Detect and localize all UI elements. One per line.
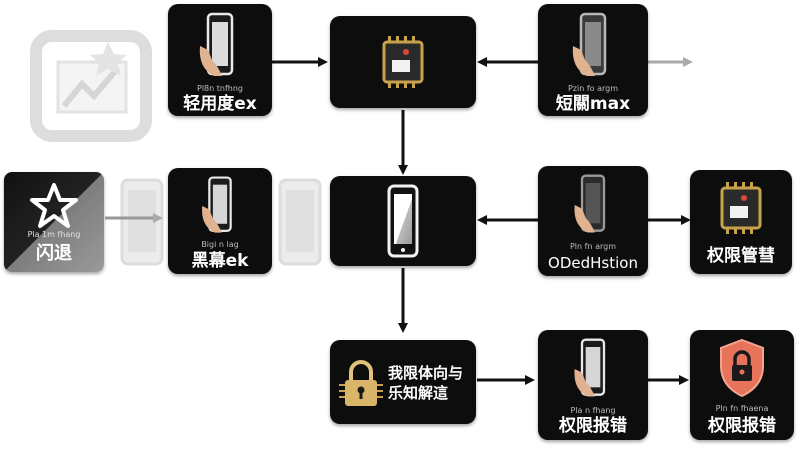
ghost-phone-right: [278, 178, 322, 266]
node-bottom-far-right-caption: Pln fn fhaena: [715, 404, 769, 413]
node-mid-right-caption: Pln fn argm: [569, 242, 616, 251]
node-top-left-label: 轻用度ex: [183, 94, 257, 114]
node-top-right-label: 短關max: [555, 94, 631, 114]
node-mid-far-right-label: 权限管彗: [707, 246, 775, 266]
ghost-phone-left: [120, 178, 164, 266]
phone-hand-icon: [572, 12, 607, 76]
padlock-chip-icon: [339, 360, 383, 406]
node-top-center: [330, 16, 476, 108]
node-top-right: Pzin fo argm 短關max: [538, 4, 648, 116]
phone-icon: [387, 184, 419, 258]
phone-hand-icon: [199, 12, 234, 76]
node-bottom-right-label: 权限报错: [559, 416, 627, 436]
node-mid-right-label: ODedHstion: [548, 254, 638, 272]
node-top-left-caption: Pl8n tnfhng: [197, 84, 243, 93]
ghost-chart-icon: [30, 30, 152, 142]
node-mid-right: Pln fn argm ODedHstion: [538, 166, 648, 276]
node-mid-left: Bigi n lag 黑幕ek: [168, 168, 272, 274]
phone-hand-icon: [202, 176, 232, 233]
node-mid-center: [330, 176, 476, 266]
node-bottom-center-label-line1: 我限体向与: [388, 364, 464, 382]
shield-lock-icon: [720, 338, 764, 398]
node-mid-far-right: 权限管彗: [690, 170, 792, 274]
node-mid-far-left-label: 闪退: [36, 243, 72, 264]
node-bottom-right-caption: Pla n fhang: [570, 406, 616, 415]
phone-hand-icon: [574, 174, 606, 233]
node-bottom-far-right: Pln fn fhaena 权限报错: [690, 330, 794, 440]
node-bottom-right: Pla n fhang 权限报错: [538, 330, 648, 440]
star-icon: [30, 183, 78, 228]
node-mid-far-left: Pla 1m fhang 闪退: [4, 172, 104, 272]
node-top-right-caption: Pzin fo argm: [567, 84, 619, 93]
phone-hand-icon: [574, 338, 606, 397]
node-mid-far-left-caption: Pla 1m fhang: [27, 230, 81, 239]
node-bottom-center-label-line2: 乐知解這: [388, 384, 449, 402]
chip-icon: [382, 36, 424, 88]
node-mid-left-caption: Bigi n lag: [201, 240, 239, 249]
node-mid-left-label: 黑幕ek: [191, 251, 249, 271]
node-top-left: Pl8n tnfhng 轻用度ex: [168, 4, 272, 116]
node-bottom-center: 我限体向与 乐知解這: [330, 340, 476, 424]
node-bottom-far-right-label: 权限报错: [708, 416, 776, 436]
chip-icon: [720, 182, 762, 234]
